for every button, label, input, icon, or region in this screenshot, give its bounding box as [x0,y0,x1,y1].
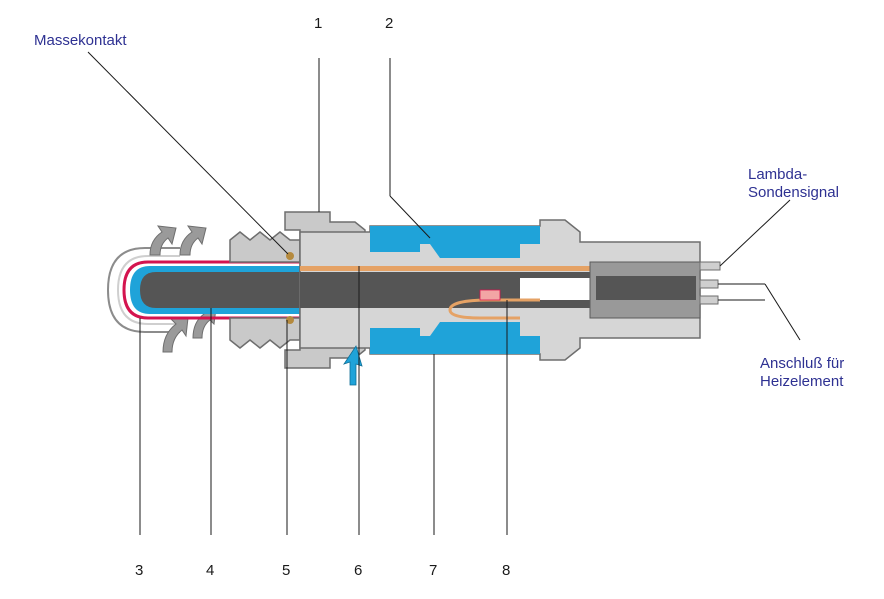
cable-wire-bottom [699,295,719,305]
zirconia-ceramic [140,272,300,308]
heater-spring [448,298,540,320]
label-number-6: 6 [354,562,363,579]
ground-contact-dot-bottom [286,316,294,324]
label-number-8: 8 [502,562,511,579]
connector-core [596,276,696,300]
housing-thread-bottom [229,317,301,349]
contact-lead-copper [300,266,615,271]
cable-wire-mid [699,279,719,289]
label-number-3: 3 [135,562,144,579]
label-massekontakt: Massekontakt [34,32,127,49]
reference-air-channel-top [370,226,540,252]
housing-thread-top [229,231,301,263]
heater-pad [479,289,501,301]
label-number-4: 4 [206,562,215,579]
label-number-5: 5 [282,562,291,579]
inner-core-light [520,278,590,300]
leader-anschluss-c [764,283,801,341]
protective-tube-inner [116,255,180,325]
label-anschluss-heizelement: Anschluß für Heizelement [760,355,845,390]
label-number-7: 7 [429,562,438,579]
exhaust-flow-arrows [149,225,217,353]
leader-lines [87,51,801,535]
reference-air-inner-bottom [430,322,520,336]
leader-2b [389,195,431,239]
protective-tube [106,247,180,333]
label-number-1: 1 [314,15,323,32]
reference-air-inner-top [430,244,520,258]
leader-lambda [719,199,791,267]
outer-electrode-layer [122,260,300,320]
label-number-2: 2 [385,15,394,32]
cable-wire-top [699,261,721,271]
label-lambda-sondensignal: Lambda- Sondensignal [748,166,839,201]
reference-air-channel-bottom [370,328,540,354]
leader-massekontakt [87,51,289,255]
